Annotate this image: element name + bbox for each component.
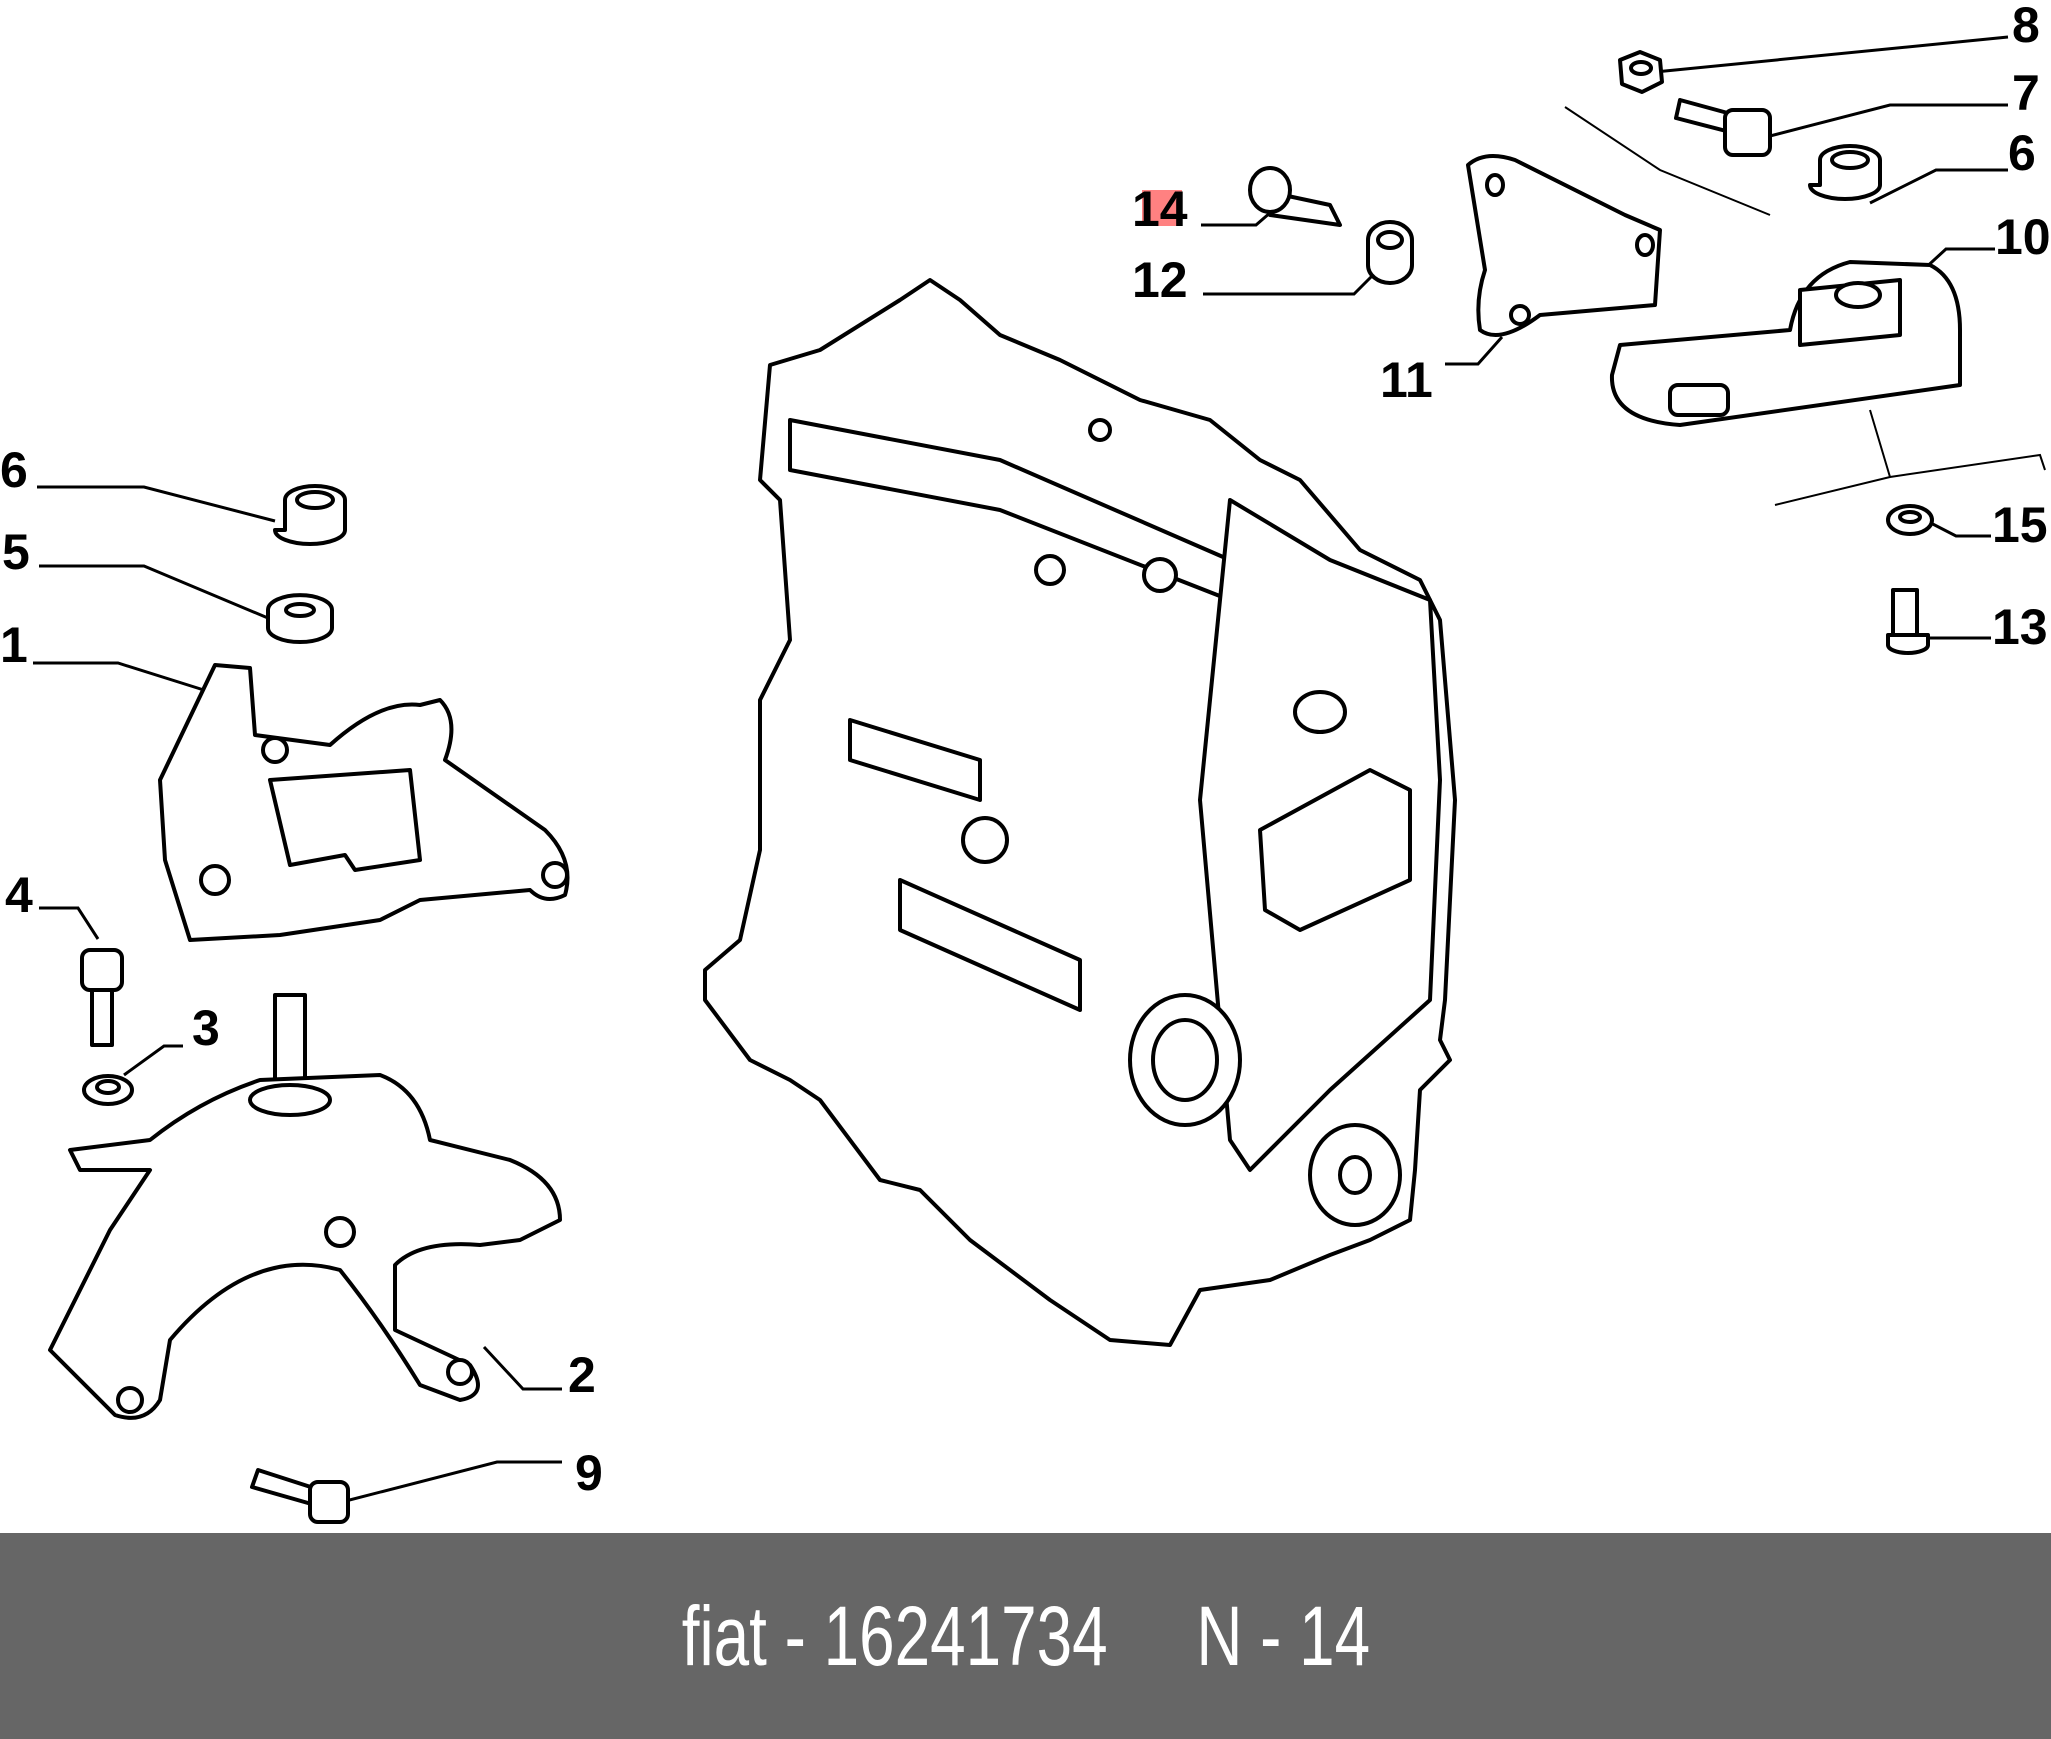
callout-15[interactable]: 15	[1992, 497, 2048, 553]
callout-5[interactable]: 5	[2, 524, 30, 580]
washer-3	[84, 1076, 132, 1104]
leader-11	[1445, 337, 1502, 364]
leader-lines	[33, 37, 2045, 1504]
leader-2	[484, 1347, 562, 1389]
leader-7	[1766, 105, 2008, 137]
bushing-6-left	[275, 486, 345, 544]
leader-6-left	[37, 487, 275, 521]
callout-9[interactable]: 9	[575, 1445, 603, 1501]
washer-12	[1368, 222, 1412, 283]
callout-8[interactable]: 8	[2012, 0, 2040, 53]
leader-1	[33, 663, 207, 691]
leader-4	[39, 908, 98, 939]
bracket-11	[1468, 156, 1660, 335]
axis-line-top	[1565, 107, 1770, 215]
callout-7[interactable]: 7	[2012, 65, 2040, 121]
leader-14	[1201, 212, 1271, 225]
washer-5	[268, 595, 332, 642]
leader-12	[1203, 275, 1373, 294]
leader-3	[124, 1046, 183, 1075]
leader-8	[1655, 37, 2008, 72]
callout-12[interactable]: 12	[1132, 252, 1188, 308]
axis-line-bottom	[1775, 455, 2045, 505]
callout-10[interactable]: 10	[1995, 209, 2051, 265]
callout-1[interactable]: 1	[0, 617, 28, 673]
bolt-9	[252, 1470, 348, 1522]
engine-mount-diagram	[0, 0, 2051, 1533]
bushing-6-right	[1810, 146, 1880, 199]
washer-15	[1888, 506, 1932, 534]
bolt-13	[1888, 590, 1928, 653]
part-number-footer: fiat - 16241734 N - 14	[0, 1533, 2051, 1739]
callout-6-right[interactable]: 6	[2008, 125, 2036, 181]
nut-8	[1620, 52, 1662, 92]
callout-2[interactable]: 2	[568, 1347, 596, 1403]
part-number-caption: fiat - 16241734 N - 14	[681, 1588, 1370, 1683]
mount-10	[1612, 262, 1960, 425]
mount-1	[160, 665, 568, 940]
callout-14[interactable]: 14	[1132, 181, 1188, 237]
callout-13[interactable]: 13	[1992, 599, 2048, 655]
leader-9	[334, 1462, 562, 1504]
bolt-14	[1250, 168, 1340, 225]
bolt-4	[82, 950, 122, 1045]
callout-4[interactable]: 4	[5, 867, 33, 923]
bracket-2	[50, 995, 560, 1418]
callout-highlight	[1142, 190, 1182, 226]
leader-15	[1923, 519, 1991, 536]
leader-5	[39, 566, 275, 621]
leader-6-right	[1870, 170, 2008, 203]
callout-11[interactable]: 11	[1380, 352, 1433, 408]
bolt-7	[1676, 100, 1770, 155]
callout-3[interactable]: 3	[192, 1000, 220, 1056]
callout-6-left[interactable]: 6	[0, 442, 28, 498]
engine-block	[705, 280, 1455, 1345]
